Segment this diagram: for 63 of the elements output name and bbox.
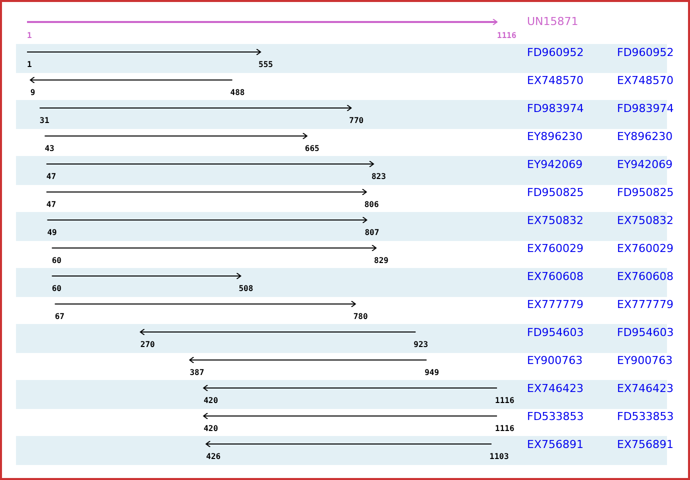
accession-label: EX750832: [527, 214, 584, 227]
accession-label: EX750832: [617, 214, 674, 227]
accession-label: FD533853: [617, 410, 674, 423]
accession-label: EY942069: [527, 158, 583, 171]
accession-label: EX760608: [527, 270, 584, 283]
accession-label: EY942069: [617, 158, 673, 171]
position-number: 387: [190, 368, 204, 377]
position-number: 1116: [497, 31, 516, 40]
position-number: 807: [364, 228, 380, 237]
accession-label: FD950825: [617, 186, 674, 199]
position-number: 60: [52, 284, 62, 293]
position-number: 555: [258, 60, 273, 69]
position-number: 420: [204, 424, 218, 433]
position-number: 949: [424, 368, 440, 377]
position-number: 9: [30, 88, 36, 97]
position-number: 43: [44, 144, 54, 153]
accession-label: FD533853: [527, 410, 584, 423]
accession-label: FD983974: [617, 102, 674, 115]
accession-label: EX746423: [527, 382, 584, 395]
accession-label: EX746423: [617, 382, 674, 395]
position-number: 770: [349, 116, 364, 125]
position-number: 823: [371, 172, 386, 181]
accession-label: EX760608: [617, 270, 674, 283]
accession-label: FD983974: [527, 102, 584, 115]
position-number: 426: [206, 452, 221, 461]
position-number: 49: [47, 228, 57, 237]
accession-label: EX760029: [617, 242, 674, 255]
accession-label: EY896230: [527, 130, 583, 143]
accession-label: FD954603: [617, 326, 674, 339]
query-name: UN15871: [527, 15, 578, 28]
position-number: 47: [46, 200, 56, 209]
accession-label: EX777779: [617, 298, 674, 311]
position-number: 1: [27, 31, 32, 40]
accession-label: FD950825: [527, 186, 584, 199]
position-number: 1116: [495, 396, 514, 405]
position-number: 420: [204, 396, 218, 405]
position-number: 31: [40, 116, 50, 125]
accession-label: EX756891: [527, 438, 584, 451]
position-number: 67: [54, 312, 64, 321]
accession-label: EX748570: [617, 74, 674, 87]
accession-label: EY896230: [617, 130, 673, 143]
position-number: 780: [353, 312, 368, 321]
position-number: 829: [374, 256, 388, 265]
position-number: 806: [364, 200, 379, 209]
position-number: 665: [304, 144, 320, 153]
accession-label: EX760029: [527, 242, 584, 255]
accession-label: FD954603: [527, 326, 584, 339]
accession-label: EY900763: [617, 354, 673, 367]
accession-label: EX756891: [617, 438, 674, 451]
position-number: 270: [140, 340, 155, 349]
accession-label: EX748570: [527, 74, 584, 87]
position-number: 1: [27, 60, 32, 69]
position-number: 47: [46, 172, 56, 181]
position-number: 1103: [490, 452, 509, 461]
accession-label: FD960952: [617, 46, 674, 59]
position-number: 923: [414, 340, 428, 349]
position-number: 508: [238, 284, 254, 293]
accession-label: FD960952: [527, 46, 584, 59]
position-number: 60: [52, 256, 62, 265]
position-number: 488: [230, 88, 245, 97]
accession-label: EY900763: [527, 354, 583, 367]
accession-label: EX777779: [527, 298, 584, 311]
position-number: 1116: [495, 424, 514, 433]
